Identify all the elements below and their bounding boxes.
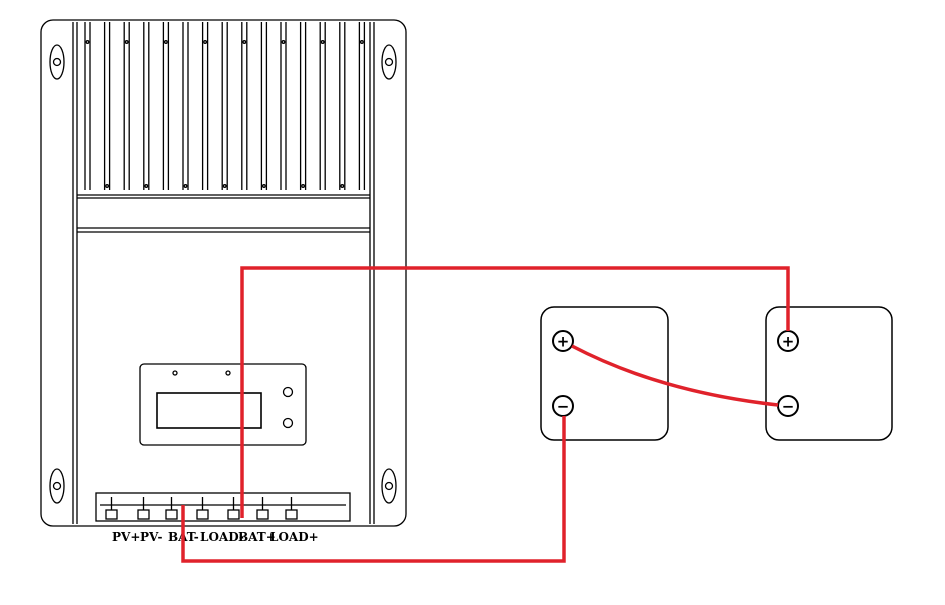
heat-sink-rivet (85, 40, 90, 44)
mounting-slot-bottom-left (49, 468, 65, 504)
plus-icon: + (782, 333, 795, 351)
battery-1-case (540, 306, 669, 441)
menu-button (282, 386, 294, 398)
heat-sink-rivet (163, 40, 168, 44)
heat-sink-rivet (301, 184, 306, 188)
heat-sink-fins (84, 22, 366, 190)
terminal-label-load-plus: LOAD+ (270, 530, 319, 544)
battery-1-negative-terminal: − (552, 395, 574, 417)
mounting-slot-top-left (49, 44, 65, 80)
heat-sink-rivet (183, 184, 188, 188)
heat-sink-rivet (320, 40, 325, 44)
minus-icon: − (782, 398, 795, 416)
battery-2: + − (765, 306, 893, 441)
terminal-label-load-minus: LOAD- (200, 530, 244, 544)
minus-icon: − (557, 398, 570, 416)
enter-button (282, 417, 294, 429)
heat-sink-rivet (242, 40, 247, 44)
heat-sink-rivet (281, 40, 286, 44)
heat-sink-rivet (203, 40, 208, 44)
heat-sink-rivet (105, 184, 110, 188)
terminal-label-pv-minus: PV- (140, 530, 162, 544)
heat-sink-rivet (359, 40, 364, 44)
battery-2-case (765, 306, 893, 441)
display-panel (139, 363, 307, 446)
plus-icon: + (557, 333, 570, 351)
charge-controller (40, 19, 407, 527)
mounting-slot-top-right (381, 44, 397, 80)
mounting-slot-bottom-right (381, 468, 397, 504)
terminal-label-pv-plus: PV+ (112, 530, 140, 544)
heat-sink-rivet (261, 184, 266, 188)
battery-1-positive-terminal: + (552, 330, 574, 352)
heat-sink-rivet (144, 184, 149, 188)
battery-2-positive-terminal: + (777, 330, 799, 352)
wire-series-link (571, 344, 779, 407)
heat-sink-rivet (222, 184, 227, 188)
battery-2-negative-terminal: − (777, 395, 799, 417)
heat-sink-rivet (340, 184, 345, 188)
terminal-label-bat-plus: BAT+ (238, 530, 276, 544)
terminal-labels: PV+ PV- BAT- LOAD- BAT+ LOAD+ (112, 530, 319, 544)
terminal-block (95, 492, 351, 522)
heat-sink-rivet (124, 40, 129, 44)
wire-bat-plus-to-battery-2-positive (240, 266, 790, 518)
wire-bat-minus-to-battery-1-negative (181, 416, 566, 563)
battery-1: + − (540, 306, 669, 441)
